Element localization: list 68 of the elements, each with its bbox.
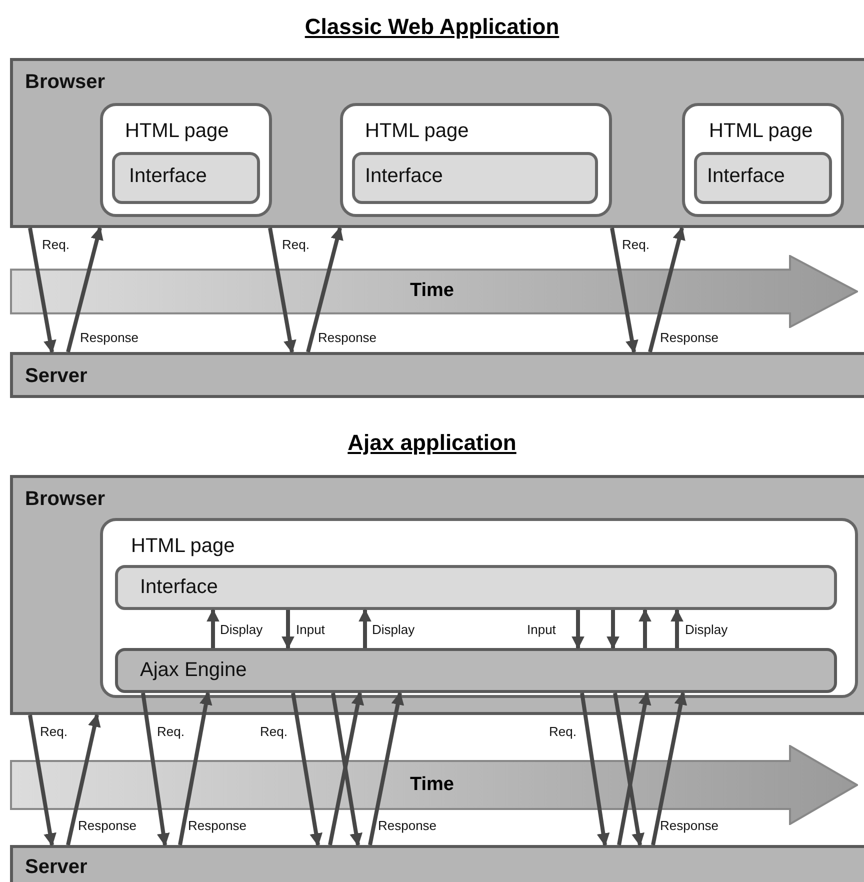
arrow <box>268 228 296 354</box>
edge-label: Req. <box>157 724 184 739</box>
arrow <box>358 608 372 648</box>
arrow <box>572 610 584 650</box>
node-label: Ajax Engine <box>140 659 247 682</box>
edge-label: Input <box>527 622 556 637</box>
arrow <box>606 610 620 650</box>
band-panel <box>10 475 864 715</box>
page-panel <box>682 103 844 217</box>
edge-label: Response <box>78 818 137 833</box>
timeline-label: Time <box>410 280 454 302</box>
edge-label: Response <box>80 330 139 345</box>
edge-label: Response <box>660 818 719 833</box>
arrow <box>28 714 56 846</box>
edge-label: Display <box>685 622 728 637</box>
arrow <box>651 692 688 846</box>
node-label: HTML page <box>709 120 813 143</box>
arrow <box>282 610 294 650</box>
arrow <box>206 608 220 648</box>
interface-bar <box>694 152 832 204</box>
edge-label: Req. <box>622 237 650 252</box>
arrow <box>638 608 652 648</box>
node-label: Browser <box>25 488 106 511</box>
section-title: Classic Web Application <box>304 14 560 40</box>
band-panel <box>10 352 864 398</box>
edge-label: Input <box>296 622 325 637</box>
arrow <box>617 692 652 846</box>
edge-label: Response <box>378 818 437 833</box>
edge-label: Display <box>372 622 415 637</box>
edge-label: Req. <box>42 237 70 252</box>
arrow <box>648 226 686 352</box>
node-label: Interface <box>365 165 443 188</box>
node-label: Interface <box>140 576 218 599</box>
section-title: Ajax application <box>348 430 516 456</box>
edge-label: Req. <box>549 724 576 739</box>
node-label: Interface <box>707 165 785 188</box>
arrow <box>178 692 212 846</box>
arrow <box>28 228 56 354</box>
arrow <box>368 692 404 846</box>
edge-label: Response <box>188 818 247 833</box>
timeline-label: Time <box>410 774 454 796</box>
interface-bar <box>112 152 260 204</box>
page-panel <box>100 518 858 698</box>
node-label: HTML page <box>365 120 469 143</box>
arrow <box>610 228 638 354</box>
band-panel <box>10 845 864 882</box>
edge-label: Response <box>318 330 377 345</box>
engine-bar <box>115 648 837 693</box>
arrow <box>306 226 344 352</box>
arrow <box>66 226 104 352</box>
interface-bar <box>352 152 598 204</box>
page-panel <box>100 103 272 217</box>
node-label: Interface <box>129 165 207 188</box>
node-label: Server <box>25 365 88 388</box>
band-panel <box>10 58 864 228</box>
node-label: HTML page <box>125 120 229 143</box>
node-label: HTML page <box>131 535 235 558</box>
edge-label: Display <box>220 622 263 637</box>
edge-label: Req. <box>260 724 288 739</box>
edge-label: Response <box>660 330 719 345</box>
arrow <box>66 714 101 846</box>
node-label: Browser <box>25 71 106 94</box>
edge-label: Req. <box>40 724 68 739</box>
edge-label: Req. <box>282 237 310 252</box>
interface-bar <box>115 565 837 610</box>
node-label: Server <box>25 856 88 879</box>
arrow <box>670 608 684 648</box>
page-panel <box>340 103 612 217</box>
